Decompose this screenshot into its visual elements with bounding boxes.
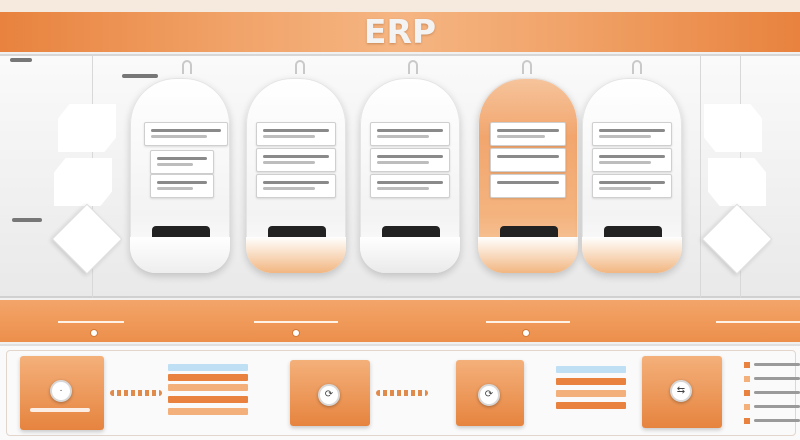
band-node [292,329,300,337]
module-card[interactable] [130,78,230,273]
module-field [490,174,566,198]
module-field [150,174,214,198]
band-node [522,329,530,337]
side-block [58,104,116,152]
swap-icon[interactable]: ⇆ [670,380,692,402]
banner-top-strip [0,0,800,12]
refresh-icon[interactable]: ⟳ [318,384,340,406]
module-field [370,174,450,198]
arrow-icon[interactable]: · [50,380,72,402]
corner-label [10,58,32,62]
header-label [122,74,158,78]
flow-end-box[interactable]: ⇆ [642,356,722,428]
flow-process-box[interactable]: ⟳ [456,360,524,426]
module-field [256,122,336,146]
module-field [592,122,672,146]
stack-bar [168,408,248,415]
module-field [370,122,450,146]
band-line [58,321,124,323]
flow-connector [376,390,428,396]
stack-bar [556,390,626,397]
module-card[interactable] [246,78,346,273]
module-field [490,122,566,146]
module-field [256,174,336,198]
module-base [130,237,230,273]
module-field [592,174,672,198]
refresh-icon[interactable]: ⟳ [478,384,500,406]
band-line [486,321,570,323]
flow-label [30,408,90,412]
divider-line [700,54,701,298]
stack-bar [556,366,626,373]
side-block [708,158,766,206]
stack-bar [168,396,248,403]
stack-bar [556,378,626,385]
module-field [150,150,214,174]
hook-icon [295,60,305,74]
module-base [246,237,346,273]
flow-connector [110,390,162,396]
module-field [144,122,228,146]
module-field [256,148,336,172]
hook-icon [408,60,418,74]
hook-icon [522,60,532,74]
band-node [90,329,98,337]
module-field [592,148,672,172]
module-card[interactable] [582,78,682,273]
stack-bar [168,374,248,381]
stack-bar [556,402,626,409]
hook-icon [632,60,642,74]
band-line [716,321,800,323]
page-title: ERP [363,12,437,51]
stack-bar [168,364,248,371]
module-base [582,237,682,273]
module-field [370,148,450,172]
module-field [490,148,566,172]
side-block [54,158,112,206]
side-block [704,104,762,152]
side-label [12,218,42,222]
module-base [360,237,460,273]
stack-bar [168,384,248,391]
hook-icon [182,60,192,74]
flow-process-box[interactable]: ⟳ [290,360,370,426]
flow-start-box[interactable]: · [20,356,104,430]
module-base [478,237,578,273]
module-card[interactable] [360,78,460,273]
module-card-active[interactable] [478,78,578,273]
band-line [254,321,338,323]
connector-band [0,300,800,342]
